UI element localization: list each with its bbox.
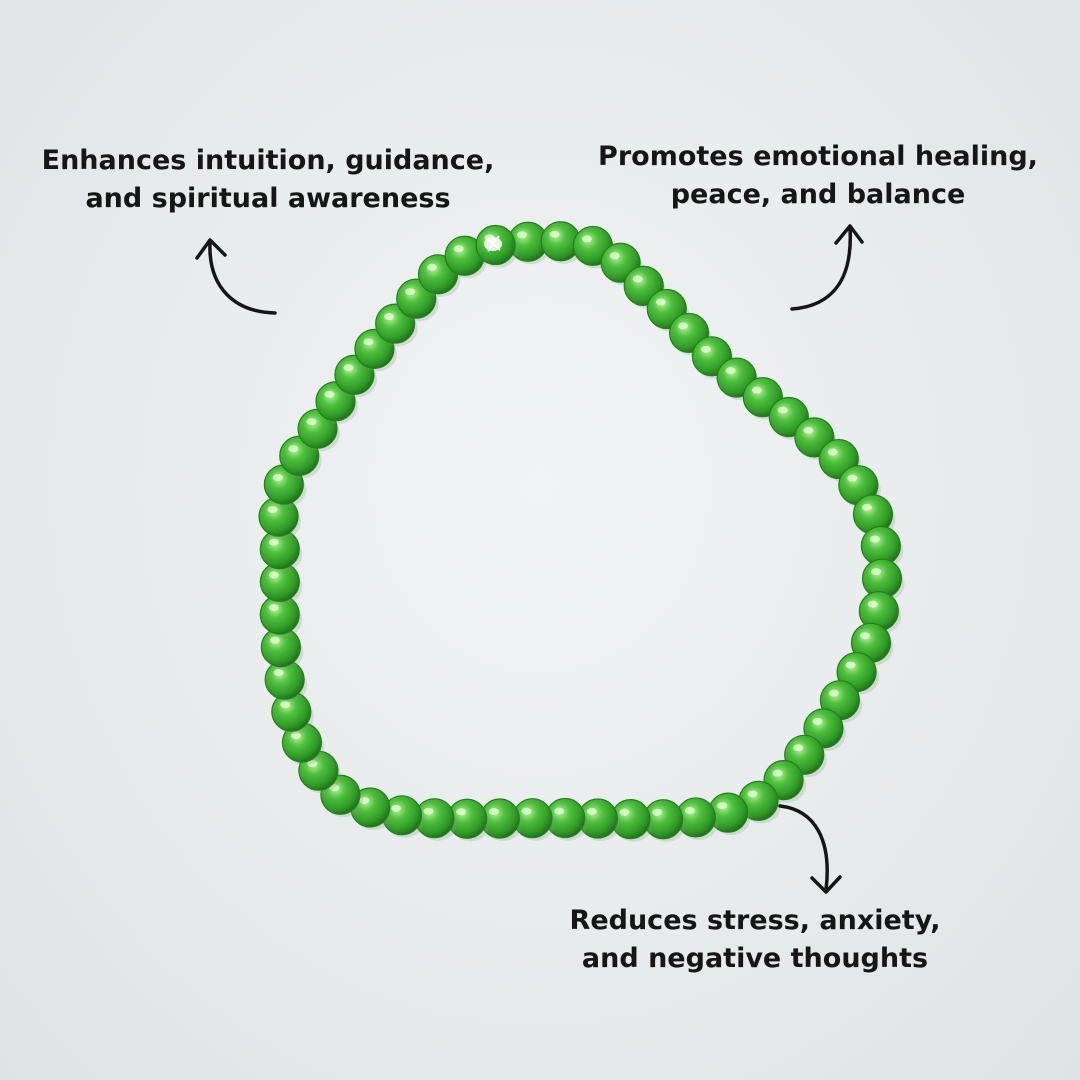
bead [768, 396, 812, 440]
caption-bottom-right: Reduces stress, anxiety, and negative th… [505, 902, 1005, 978]
bead-group [258, 221, 905, 842]
curved-arrow-up-right-icon [790, 224, 864, 311]
bead [646, 288, 690, 332]
bead [414, 798, 457, 841]
caption-top-left-line1: Enhances intuition, guidance, [41, 145, 495, 176]
curved-arrow-down-right-icon [778, 804, 842, 894]
bead [675, 797, 719, 841]
bead [708, 792, 751, 836]
string-knot [484, 235, 502, 252]
bead [396, 278, 439, 322]
bead [260, 627, 304, 670]
caption-top-left: Enhances intuition, guidance, and spirit… [18, 142, 518, 218]
caption-bottom-right-line2: and negative thoughts [581, 943, 929, 974]
bead [258, 496, 302, 540]
bead [375, 303, 418, 347]
bead [417, 254, 461, 297]
bead [271, 691, 314, 735]
bead [444, 235, 488, 279]
caption-bottom-right-line1: Reduces stress, anxiety, [569, 905, 941, 936]
caption-top-right-line1: Promotes emotional healing, [598, 141, 1038, 172]
bead [259, 529, 303, 572]
bead [860, 525, 904, 569]
caption-top-left-line2: and spiritual awareness [85, 183, 451, 214]
bead [281, 722, 325, 766]
curved-arrow-up-left-icon [195, 238, 277, 315]
caption-top-right: Promotes emotional healing, peace, and b… [568, 138, 1068, 214]
bead [297, 408, 341, 452]
bead [259, 561, 303, 605]
bead [738, 780, 781, 824]
bead [610, 799, 654, 842]
bead [381, 795, 425, 838]
caption-top-right-line2: peace, and balance [670, 179, 966, 210]
bead [545, 797, 588, 841]
bead [577, 798, 621, 842]
bead [264, 659, 308, 703]
bead [479, 798, 523, 842]
bead [512, 798, 555, 841]
bead [507, 221, 551, 265]
